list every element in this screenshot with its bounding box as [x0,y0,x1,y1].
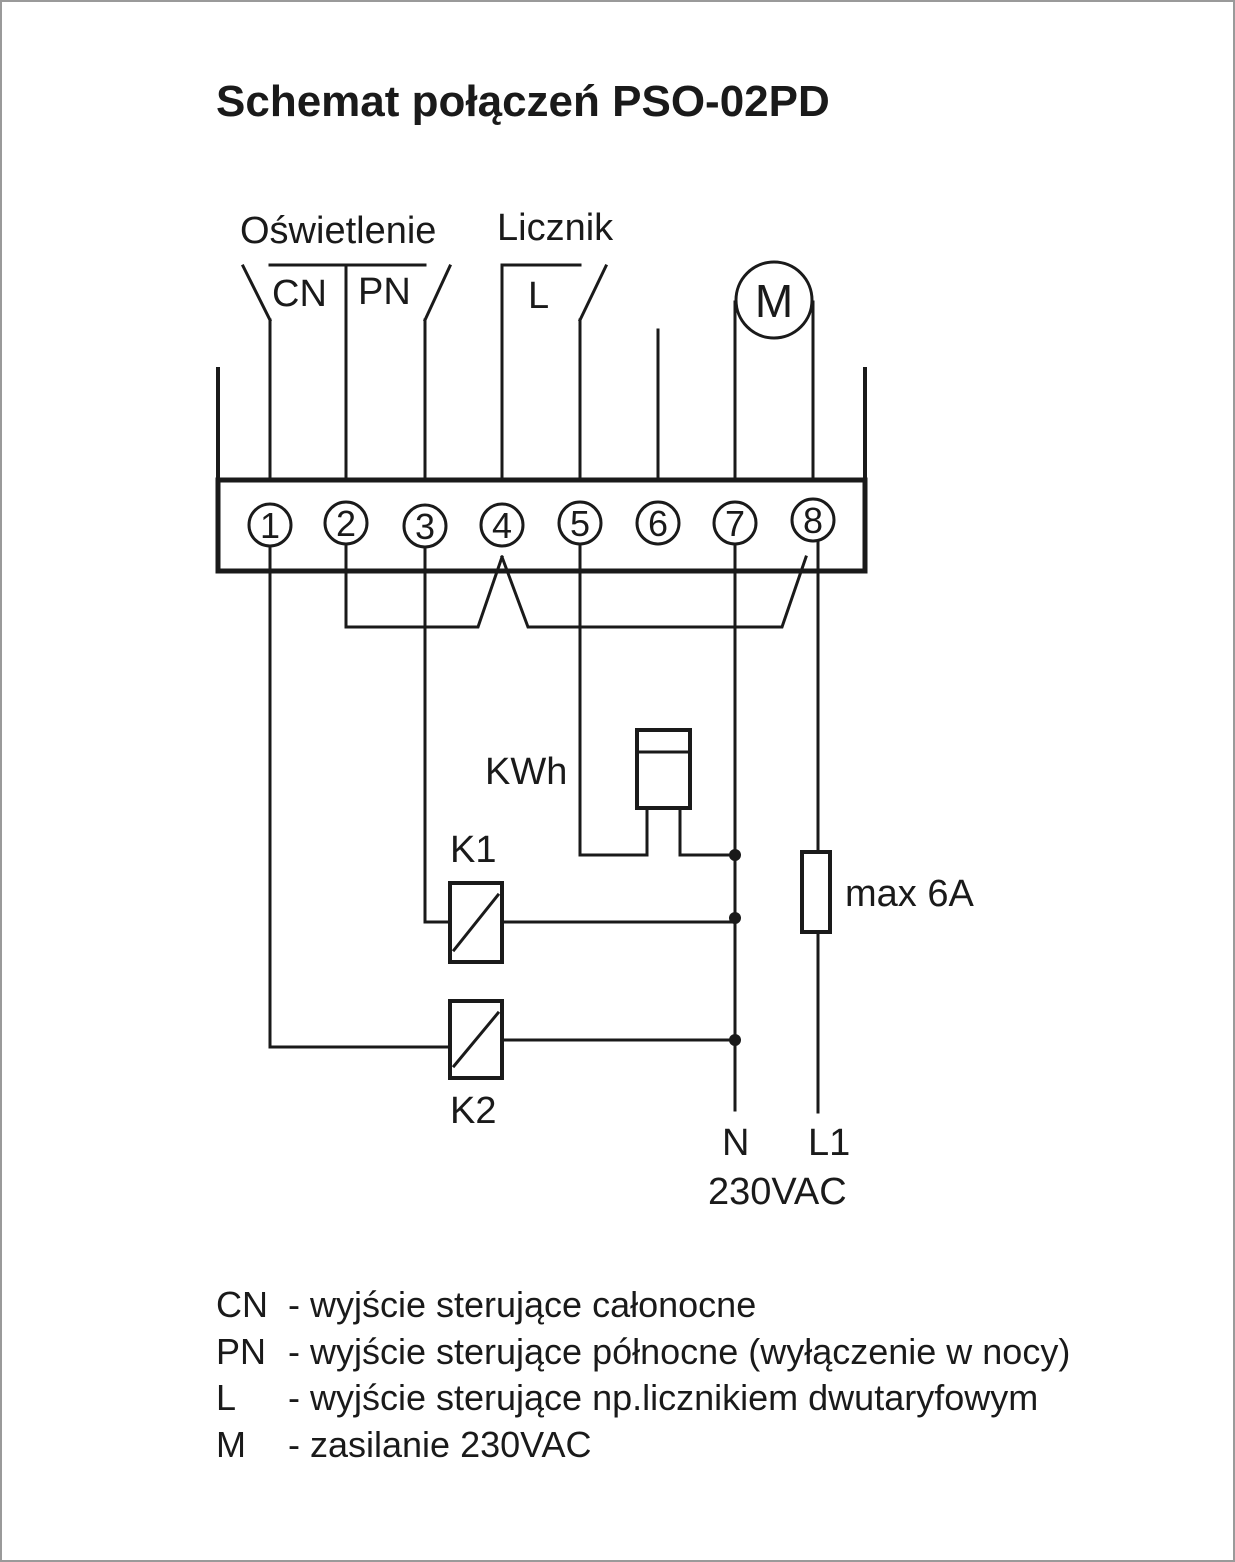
relay-k2 [448,999,504,1080]
wire-3-k1 [423,545,452,924]
junction-dot-k1 [729,912,741,924]
label-fuse: max 6A [845,873,974,915]
terminal-6-number: 6 [648,503,668,544]
label-lighting: Oświetlenie [240,210,436,252]
terminal-4-number: 4 [492,505,512,546]
terminal-8: 8 [790,497,836,543]
terminal-5: 5 [557,500,603,546]
label-meter: Licznik [497,207,614,249]
label-k1: K1 [450,829,496,871]
terminal-6: 6 [635,500,681,546]
switch-cn [240,263,273,323]
label-voltage: 230VAC [708,1171,847,1213]
legend: CN - wyjście sterujące całonocne PN - wy… [216,1284,1070,1465]
relay-k2-slash [451,1010,501,1069]
label-kwh: KWh [485,751,567,793]
label-l: L [528,275,549,317]
terminal-6-ring [635,500,681,546]
terminal-4: 4 [479,502,525,548]
terminal-1: 1 [247,502,293,548]
terminal-2-number: 2 [336,503,356,544]
legend-code: M [216,1424,246,1465]
terminal-1-number: 1 [260,505,280,546]
fuse [800,850,832,934]
kwh-meter-body [635,728,692,810]
wire-1-k2 [268,544,452,1049]
label-motor: M [755,275,793,327]
switch-l [577,263,609,323]
terminal-3: 3 [402,503,448,549]
bridge-4-8 [500,555,808,629]
switch-pn [423,264,452,322]
terminal-2: 2 [323,500,369,546]
terminal-7: 7 [712,500,758,546]
terminal-2-ring [323,500,369,546]
legend-text: - wyjście sterujące całonocne [288,1284,756,1325]
wire-kwh-neutral [678,806,737,857]
terminal-3-number: 3 [415,506,435,547]
label-n: N [722,1122,749,1164]
junction-dot-kwh [729,849,741,861]
terminal-4-ring [479,502,525,548]
relay-k1-slash [451,892,501,953]
terminal-7-number: 7 [725,503,745,544]
legend-code: PN [216,1331,266,1372]
kwh-meter [635,728,692,810]
wire-5-kwh [578,542,649,857]
label-cn: CN [272,273,327,315]
terminal-5-number: 5 [570,503,590,544]
label-l1: L1 [808,1122,850,1164]
legend-text: - wyjście sterujące np.licznikiem dwutar… [288,1377,1038,1418]
terminal-8-ring [790,497,836,543]
label-k2: K2 [450,1090,496,1132]
diagram-title: Schemat połączeń PSO-02PD [216,77,830,126]
legend-text: - wyjście sterujące północne (wyłączenie… [288,1331,1070,1372]
terminal-strip [215,477,868,574]
legend-code: CN [216,1284,268,1325]
label-pn: PN [358,271,411,313]
terminal-8-number: 8 [803,500,823,541]
legend-code: L [216,1377,236,1418]
motor-circle [734,260,814,340]
relay-k1 [448,881,504,964]
bridge-2-4 [344,544,504,629]
junction-dot-k2 [729,1034,741,1046]
legend-text: - zasilanie 230VAC [288,1424,592,1465]
